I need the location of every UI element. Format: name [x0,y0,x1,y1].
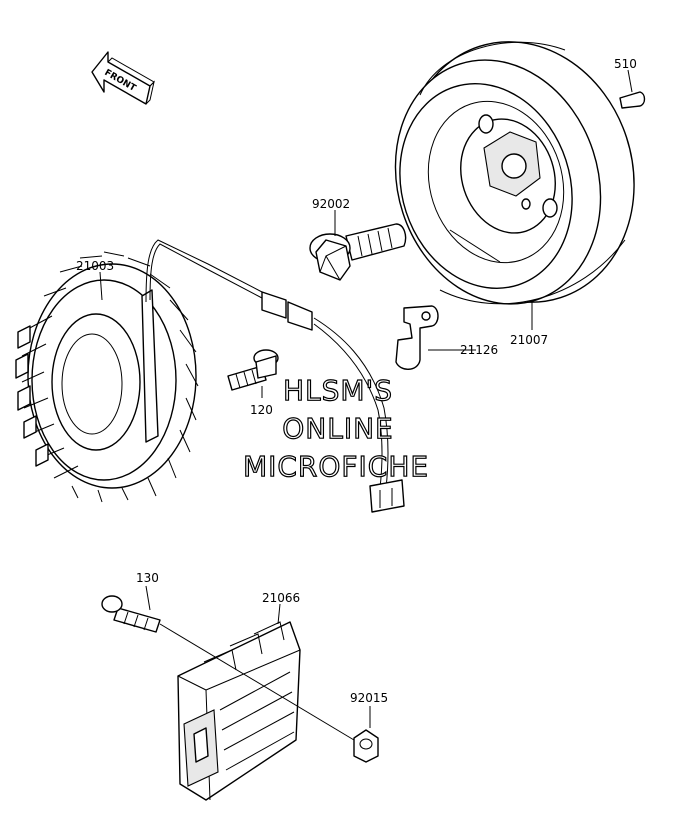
part-number-92002: 92002 [312,197,350,211]
part-number-120: 120 [250,403,273,417]
watermark: HLSM'S ONLINE MICROFICHE [242,373,429,483]
front-arrow: FRONT [91,51,155,105]
stator-coil [15,251,199,503]
stator-screw [227,349,279,391]
part-number-21003: 21003 [76,259,114,273]
regulator-bolt [101,595,161,633]
part-number-510: 510 [614,57,637,71]
watermark-line-3: MICROFICHE [243,450,429,483]
flywheel-rotor [394,41,635,305]
flange-nut [353,729,379,763]
wire-clamp [395,305,439,370]
part-number-21007: 21007 [510,333,548,347]
part-number-130: 130 [136,571,159,585]
wiring-harness [145,239,405,513]
woodruff-key [619,91,646,109]
part-number-92015: 92015 [350,691,388,705]
part-number-21126: 21126 [460,343,498,357]
flange-bolt [309,223,407,281]
leader-lines [99,69,633,741]
regulator-rectifier [177,621,301,801]
watermark-line-1: HLSM'S [283,374,393,407]
part-number-21066: 21066 [262,591,300,605]
watermark-line-2: ONLINE [282,412,393,445]
